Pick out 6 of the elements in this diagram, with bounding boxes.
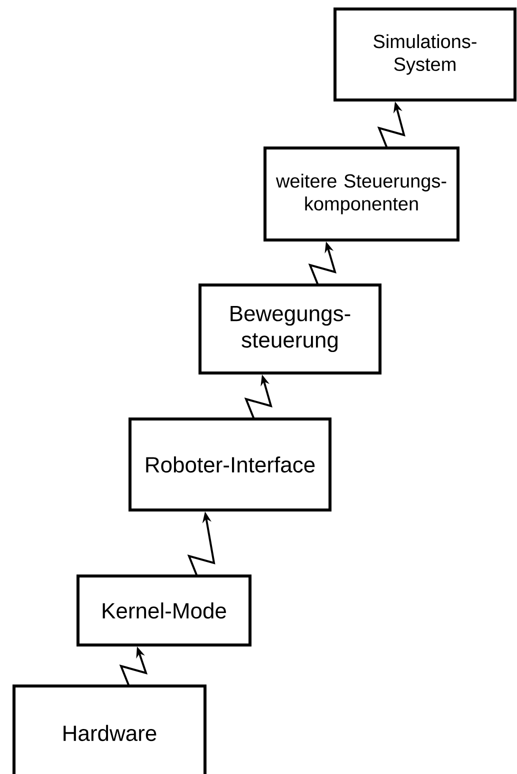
process-box: Kernel-Mode — [76, 574, 252, 646]
process-box: Simulations-System — [334, 8, 516, 102]
process-box: Bewegungs-steuerung — [198, 284, 382, 374]
process-box: Hardware — [12, 684, 206, 774]
process-box: Roboter-Interface — [128, 418, 332, 512]
process-box: weitere Steuerungs-komponenten — [264, 146, 460, 242]
